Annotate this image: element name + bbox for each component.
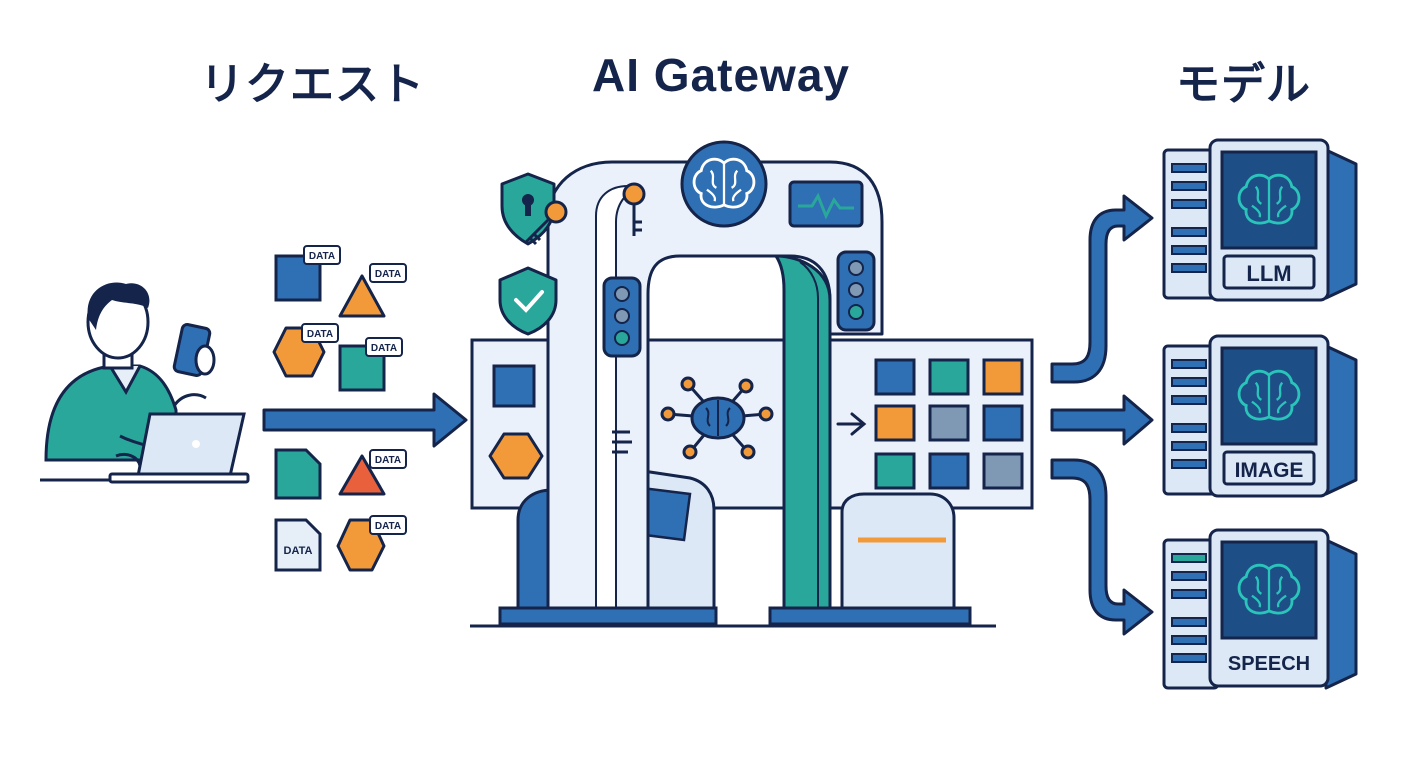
model-label-llm: LLM [1246, 261, 1291, 286]
brain-icon [680, 140, 768, 228]
conveyor-item [492, 364, 536, 408]
network-brain-icon [660, 376, 774, 460]
svg-text:DATA: DATA [375, 269, 401, 280]
svg-text:DATA: DATA [309, 251, 335, 262]
user-icon [40, 282, 248, 482]
request-title: リクエスト [200, 59, 425, 110]
key-icon [622, 182, 646, 236]
model-server-icon [1162, 528, 1358, 690]
gateway-structure [470, 160, 1034, 628]
conveyor-item [488, 432, 544, 480]
svg-text:DATA: DATA [307, 329, 333, 340]
traffic-light-icon [836, 250, 876, 332]
data-tag: DATA [369, 263, 407, 283]
data-tag: DATA [284, 545, 313, 557]
svg-text:DATA: DATA [375, 455, 401, 466]
data-tag: DATA [369, 449, 407, 469]
traffic-light-icon [602, 276, 642, 358]
data-tag: DATA [303, 245, 341, 265]
key-icon [524, 200, 568, 246]
model-label-speech: SPEECH [1228, 653, 1310, 675]
svg-text:DATA: DATA [284, 545, 313, 557]
data-tag: DATA [369, 515, 407, 535]
gateway-title: AI Gateway [592, 49, 850, 101]
monitor-waveform-icon [788, 180, 864, 228]
smartphone-icon [172, 323, 216, 377]
model-label-image: IMAGE [1235, 459, 1304, 482]
data-tag: DATA [365, 337, 403, 357]
svg-text:DATA: DATA [371, 343, 397, 354]
shield-check-icon [498, 266, 558, 336]
data-tag: DATA [301, 323, 339, 343]
models-title: モデル [1176, 59, 1311, 110]
model-server-icon [1162, 334, 1358, 498]
model-server-icon [1162, 138, 1358, 302]
svg-text:DATA: DATA [375, 521, 401, 532]
arrow-right-icon [836, 412, 867, 436]
laptop-icon [108, 412, 250, 484]
request-arrow [262, 392, 468, 448]
routing-arrows [1050, 194, 1154, 636]
sorted-grid [874, 358, 1024, 490]
